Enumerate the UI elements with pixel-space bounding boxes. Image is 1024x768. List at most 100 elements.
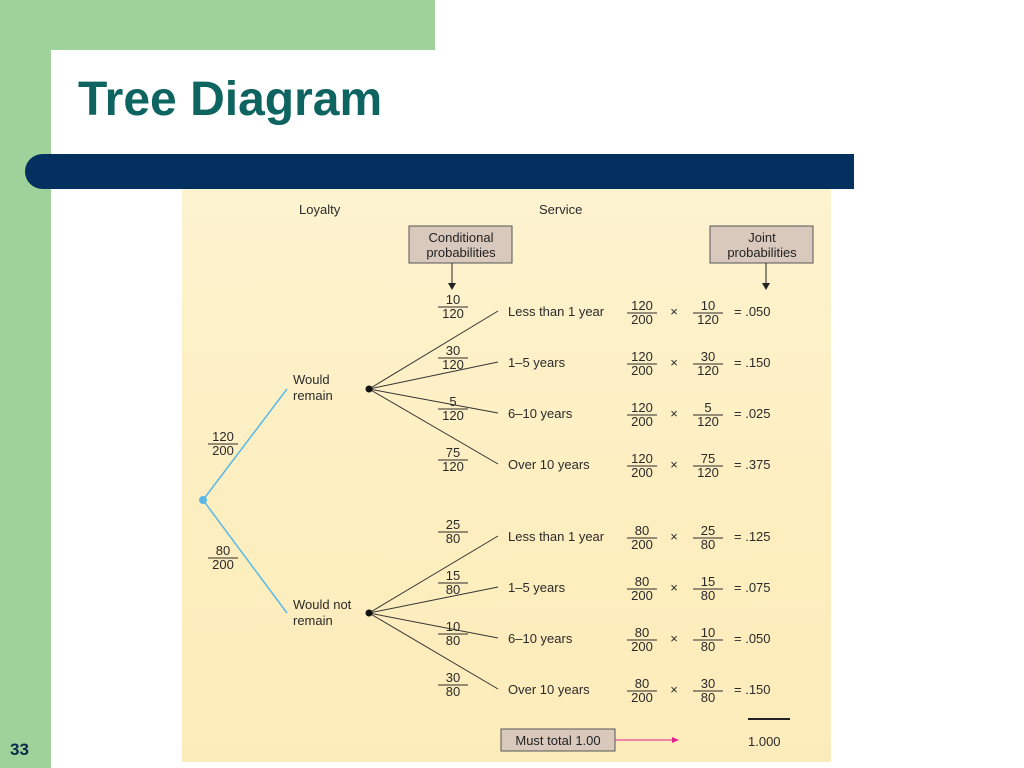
service-branch-line — [368, 310, 499, 390]
conditional-prob-num: 5 — [449, 394, 456, 409]
conditional-box-line-2: probabilities — [426, 245, 496, 260]
conditional-box-line-1: Conditional — [428, 230, 493, 245]
joint-factor-root-num: 80 — [635, 676, 649, 691]
joint-factor-cond-num: 30 — [701, 349, 715, 364]
root-prob-would-remain: 120 200 — [208, 429, 238, 458]
conditional-prob-num: 30 — [446, 343, 460, 358]
service-label: Less than 1 year — [508, 529, 605, 544]
service-label: 1–5 years — [508, 580, 566, 595]
joint-factor-cond-den: 120 — [697, 363, 719, 378]
joint-factor-cond-den: 80 — [701, 537, 715, 552]
joint-probability: = .125 — [734, 529, 771, 544]
joint-factor-root-num: 120 — [631, 349, 653, 364]
joint-factor-root-num: 120 — [631, 298, 653, 313]
joint-factor-cond-num: 75 — [701, 451, 715, 466]
joint-factor-cond-den: 80 — [701, 588, 715, 603]
root-node — [199, 496, 207, 504]
joint-factor-cond-den: 120 — [697, 414, 719, 429]
joint-factor-root-num: 120 — [631, 451, 653, 466]
root-prob-den: 200 — [212, 443, 234, 458]
conditional-prob-num: 25 — [446, 517, 460, 532]
joint-factor-root-den: 200 — [631, 414, 653, 429]
loyalty-header: Loyalty — [299, 202, 341, 217]
must-total-arrowhead — [672, 737, 679, 743]
service-branch-line — [368, 388, 499, 414]
joint-total: 1.000 — [748, 734, 781, 749]
conditional-arrowhead — [448, 283, 456, 290]
joint-probability: = .150 — [734, 355, 771, 370]
joint-factor-root-den: 200 — [631, 465, 653, 480]
joint-factor-root-den: 200 — [631, 312, 653, 327]
joint-factor-cond-den: 80 — [701, 639, 715, 654]
conditional-prob-num: 75 — [446, 445, 460, 460]
tree-diagram-svg: Loyalty Service Conditional probabilitie… — [199, 202, 814, 752]
service-branch-line — [368, 612, 499, 639]
must-total-label: Must total 1.00 — [515, 733, 600, 748]
root-prob-num: 80 — [216, 543, 230, 558]
root-prob-would-not-remain: 80 200 — [208, 543, 238, 572]
conditional-prob-den: 80 — [446, 633, 460, 648]
conditional-prob-den: 80 — [446, 531, 460, 546]
joint-probability: = .375 — [734, 457, 771, 472]
service-branch-line — [368, 388, 499, 465]
conditional-prob-den: 120 — [442, 306, 464, 321]
joint-factor-cond-num: 5 — [704, 400, 711, 415]
times-symbol: × — [670, 457, 678, 472]
title-panel — [51, 50, 1024, 160]
joint-factor-root-den: 200 — [631, 690, 653, 705]
joint-probability: = .050 — [734, 631, 771, 646]
joint-factor-cond-num: 10 — [701, 298, 715, 313]
title-underline-bar — [25, 154, 854, 189]
service-label: Less than 1 year — [508, 304, 605, 319]
joint-factor-cond-num: 10 — [701, 625, 715, 640]
conditional-prob-num: 30 — [446, 670, 460, 685]
joint-factor-root-num: 80 — [635, 574, 649, 589]
joint-probability: = .025 — [734, 406, 771, 421]
service-branch-line — [368, 361, 499, 390]
joint-factor-cond-den: 120 — [697, 465, 719, 480]
top-accent-band — [0, 0, 435, 50]
service-label: Over 10 years — [508, 682, 590, 697]
branch-node — [365, 609, 373, 617]
joint-factor-cond-num: 15 — [701, 574, 715, 589]
root-prob-den: 200 — [212, 557, 234, 572]
joint-factor-root-den: 200 — [631, 639, 653, 654]
service-branch-line — [368, 612, 499, 690]
would-remain-label-1: Would — [293, 372, 330, 387]
joint-factor-root-num: 120 — [631, 400, 653, 415]
times-symbol: × — [670, 631, 678, 646]
joint-probabilities-box — [709, 225, 814, 264]
times-symbol: × — [670, 529, 678, 544]
branch-node — [365, 385, 373, 393]
times-symbol: × — [670, 355, 678, 370]
joint-factor-root-den: 200 — [631, 537, 653, 552]
service-label: Over 10 years — [508, 457, 590, 472]
joint-factor-root-den: 200 — [631, 588, 653, 603]
times-symbol: × — [670, 304, 678, 319]
joint-factor-cond-num: 25 — [701, 523, 715, 538]
times-symbol: × — [670, 580, 678, 595]
joint-probability: = .075 — [734, 580, 771, 595]
joint-factor-root-den: 200 — [631, 363, 653, 378]
conditional-prob-den: 120 — [442, 357, 464, 372]
service-label: 6–10 years — [508, 631, 573, 646]
joint-probability: = .050 — [734, 304, 771, 319]
joint-factor-cond-num: 30 — [701, 676, 715, 691]
would-not-remain-label-1: Would not — [293, 597, 352, 612]
root-branch-would-not-remain — [202, 499, 288, 614]
would-not-remain-label-2: remain — [293, 613, 333, 628]
service-branch-line — [368, 586, 499, 614]
tree-diagram-figure: Loyalty Service Conditional probabilitie… — [182, 189, 831, 762]
conditional-prob-den: 120 — [442, 408, 464, 423]
joint-factor-root-num: 80 — [635, 523, 649, 538]
joint-factor-cond-den: 80 — [701, 690, 715, 705]
slide-title: Tree Diagram — [78, 73, 383, 126]
left-accent-band — [0, 0, 51, 768]
times-symbol: × — [670, 406, 678, 421]
conditional-prob-den: 120 — [442, 459, 464, 474]
page-number: 33 — [10, 740, 29, 759]
service-header: Service — [539, 202, 582, 217]
conditional-prob-den: 80 — [446, 684, 460, 699]
conditional-prob-num: 10 — [446, 292, 460, 307]
service-branch-line — [368, 535, 499, 614]
